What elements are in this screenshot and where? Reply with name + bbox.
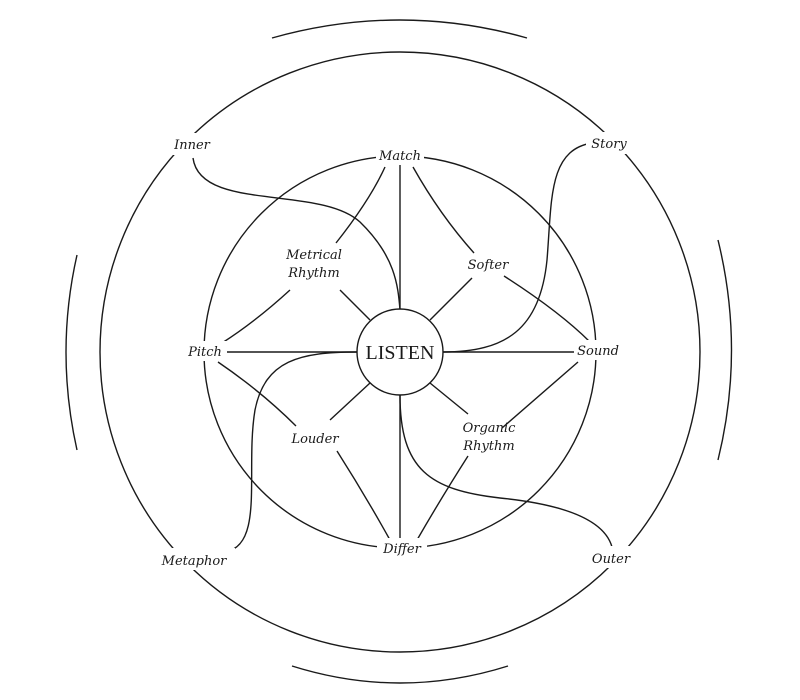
- outer-arc-right: [717, 239, 733, 461]
- curve-pitch-louder: [217, 361, 297, 427]
- outer-arc-left: [65, 254, 78, 451]
- label-metaphor: Metaphor: [161, 554, 228, 569]
- curve-softer-sound: [503, 275, 591, 343]
- curve-inner-hub: [192, 157, 401, 311]
- label-pitch: Pitch: [187, 345, 222, 360]
- center-label: LISTEN: [366, 342, 435, 364]
- label-louder: Louder: [290, 432, 339, 447]
- label-metrical: Metrical: [285, 248, 342, 263]
- outer-ring: [99, 51, 701, 653]
- label-differ: Differ: [382, 542, 421, 557]
- label-organic-rhythm: Rhythm: [462, 439, 514, 454]
- curve-story-hub: [442, 142, 593, 353]
- label-softer: Softer: [468, 258, 509, 273]
- curve-metrical-pitch: [221, 289, 291, 344]
- curve-organic-differ: [416, 455, 469, 541]
- link-softer-hub: [429, 277, 473, 321]
- label-organic: Organic: [463, 421, 516, 436]
- label-inner: Inner: [173, 138, 211, 153]
- outer-arc-top: [271, 19, 528, 39]
- center-hub: [356, 308, 444, 396]
- curve-metaphor-hub: [224, 351, 358, 553]
- link-metrical-hub: [339, 289, 371, 321]
- link-louder-hub: [329, 382, 371, 421]
- curve-match-softer: [412, 166, 475, 254]
- label-outer: Outer: [592, 552, 631, 567]
- label-sound: Sound: [577, 344, 619, 359]
- curve-outer-hub: [399, 394, 613, 548]
- curve-sound-organic: [501, 361, 579, 429]
- label-match: Match: [378, 149, 421, 164]
- curve-louder-differ: [336, 450, 391, 541]
- label-story: Story: [591, 137, 627, 152]
- link-organic-hub: [429, 382, 469, 415]
- outer-arc-bottom: [291, 665, 509, 684]
- label-metrical-rhythm: Rhythm: [287, 266, 339, 281]
- curve-match-metrical: [335, 166, 386, 244]
